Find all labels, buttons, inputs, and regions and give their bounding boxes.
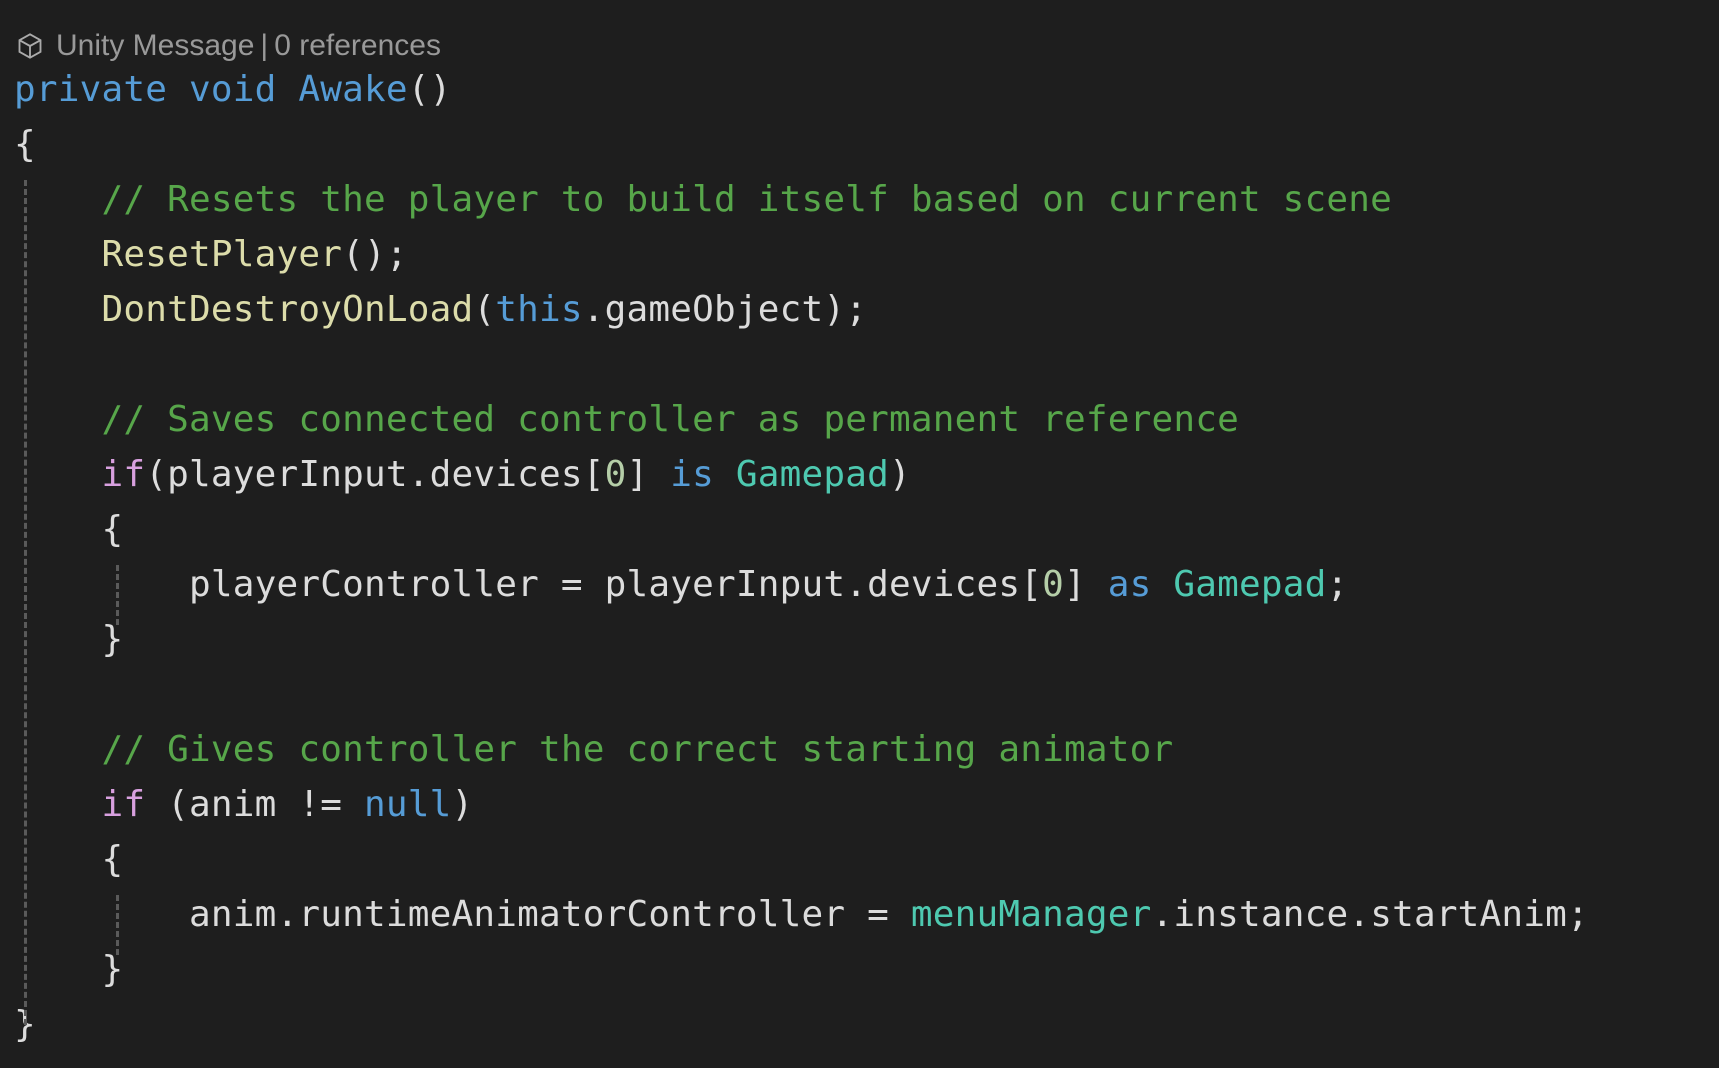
codelens[interactable]: Unity Message | 0 references (16, 24, 441, 68)
indent-guide (116, 565, 119, 625)
code-line[interactable]: anim.runtimeAnimatorController = menuMan… (14, 887, 1589, 942)
code-line[interactable]: if(playerInput.devices[0] is Gamepad) (14, 447, 911, 502)
code-token (14, 729, 102, 770)
code-token: void (189, 69, 277, 110)
codelens-label[interactable]: Unity Message (56, 29, 255, 62)
code-token: DontDestroyOnLoad (101, 289, 474, 330)
code-token: menuManager (910, 894, 1152, 935)
indent-guide (24, 180, 27, 1025)
code-line[interactable]: DontDestroyOnLoad(this.gameObject); (14, 282, 867, 337)
code-line[interactable]: ResetPlayer(); (14, 227, 408, 282)
code-token: // Saves connected controller as permane… (101, 399, 1239, 440)
code-token (14, 399, 102, 440)
code-token: ) (888, 454, 911, 495)
code-token: } (14, 949, 124, 990)
code-token: ] (1063, 564, 1108, 605)
code-token: // Resets the player to build itself bas… (101, 179, 1393, 220)
code-token: (); (342, 234, 408, 275)
code-token (14, 784, 102, 825)
code-line[interactable]: // Resets the player to build itself bas… (14, 172, 1392, 227)
code-line[interactable]: { (14, 832, 123, 887)
code-token (14, 289, 102, 330)
code-line[interactable]: { (14, 117, 36, 172)
code-token: () (407, 69, 452, 110)
code-token: Awake (298, 69, 408, 110)
code-token: .gameObject); (582, 289, 868, 330)
code-token (14, 454, 102, 495)
code-token: { (14, 509, 124, 550)
code-token: anim.runtimeAnimatorController = (14, 894, 911, 935)
code-line[interactable]: } (14, 612, 123, 667)
code-token: Gamepad (735, 454, 889, 495)
code-token (1151, 564, 1173, 605)
code-token: if (101, 784, 146, 825)
code-token: 0 (1042, 564, 1064, 605)
code-token (714, 454, 736, 495)
code-token: .instance.startAnim; (1151, 894, 1589, 935)
code-token: playerController = playerInput.devices[ (14, 564, 1043, 605)
code-token (14, 179, 102, 220)
code-token: (anim != (145, 784, 364, 825)
code-line[interactable]: private void Awake() (14, 62, 452, 117)
codelens-references[interactable]: 0 references (274, 29, 441, 62)
code-token: 0 (604, 454, 627, 495)
code-line[interactable]: // Gives controller the correct starting… (14, 722, 1174, 777)
code-token: null (364, 784, 452, 825)
code-token: ( (473, 289, 496, 330)
code-token (167, 69, 189, 110)
codelens-separator: | (260, 29, 269, 62)
code-line[interactable]: } (14, 942, 123, 997)
code-token: (playerInput.devices[ (145, 454, 605, 495)
code-token: if (101, 454, 146, 495)
code-token: ; (1326, 564, 1349, 605)
code-line[interactable]: if (anim != null) (14, 777, 474, 832)
code-token: ] (626, 454, 671, 495)
code-token: is (670, 454, 714, 495)
code-line[interactable]: { (14, 502, 123, 557)
cube-icon (18, 33, 42, 59)
code-token: this (495, 289, 583, 330)
code-token: // Gives controller the correct starting… (101, 729, 1174, 770)
indent-guide (116, 895, 119, 955)
code-token: private (14, 69, 168, 110)
code-token (277, 69, 299, 110)
code-token: { (14, 124, 36, 165)
code-token: ResetPlayer (101, 234, 343, 275)
code-token: Gamepad (1173, 564, 1327, 605)
code-token: { (14, 839, 124, 880)
code-token: as (1107, 564, 1152, 605)
code-token: } (14, 619, 124, 660)
code-token (14, 234, 102, 275)
code-line[interactable]: playerController = playerInput.devices[0… (14, 557, 1348, 612)
code-line[interactable]: // Saves connected controller as permane… (14, 392, 1239, 447)
code-token: ) (451, 784, 474, 825)
